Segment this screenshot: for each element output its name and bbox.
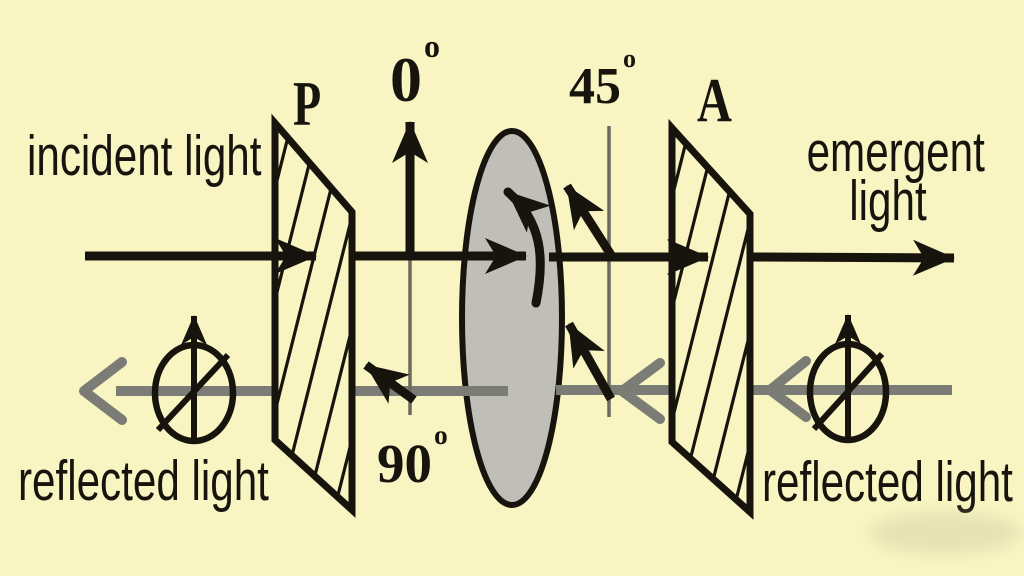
reflected-light-label-left: reflected light — [18, 449, 269, 513]
angle-90-label: 90o — [377, 421, 448, 494]
analyzer-label: A — [697, 67, 732, 135]
left-arrowhead-icon — [617, 358, 665, 424]
polarization-45-arrow-upper — [563, 183, 617, 261]
degree-superscript: o — [434, 418, 448, 450]
reflected-ray-right — [556, 356, 952, 424]
angle-45-value: 45 — [569, 58, 621, 115]
degree-superscript: o — [623, 44, 636, 73]
polarizer-label: P — [293, 68, 322, 139]
emergent-ray-arrow — [751, 239, 955, 276]
unpolarized-light-symbol-right — [806, 314, 890, 444]
left-arrowhead-icon — [79, 357, 127, 425]
angle-0-value: 0 — [390, 44, 422, 115]
emergent-light-line1: emergent — [806, 120, 985, 184]
reflected-polarization-arrow — [363, 361, 417, 404]
analyzer-a-plate — [668, 118, 754, 520]
angle-0-label: 0o — [390, 30, 440, 112]
rotator-ellipse — [459, 128, 565, 508]
rotation-curved-arrow-icon — [503, 187, 551, 308]
angle-45-label: 45o — [569, 46, 636, 115]
emergent-light-label: emergent light — [806, 120, 985, 233]
angle-90-value: 90 — [377, 433, 432, 494]
incident-light-label: incident light — [27, 124, 262, 188]
degree-superscript: o — [424, 27, 440, 64]
unpolarized-light-symbol-left — [151, 315, 237, 445]
left-arrowhead-icon — [765, 356, 811, 422]
background-smudge — [870, 512, 1020, 554]
polarization-45-arrow-lower — [565, 321, 615, 402]
emergent-light-line2: light — [849, 169, 927, 233]
reflected-light-label-right: reflected light — [762, 450, 1013, 514]
